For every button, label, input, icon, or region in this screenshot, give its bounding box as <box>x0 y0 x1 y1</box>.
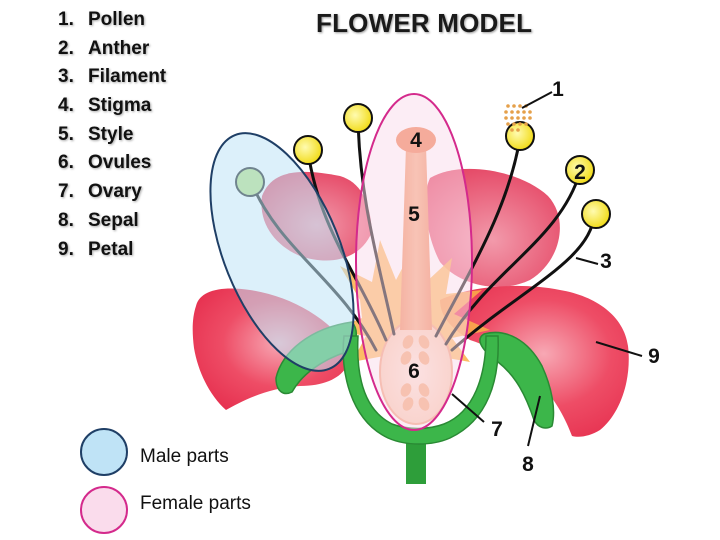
parts-list-item: 1.Pollen <box>58 9 146 30</box>
parts-list-item: 8.Sepal <box>58 209 139 231</box>
parts-list-item: 6.Ovules <box>58 152 152 174</box>
legend-male-label: Male parts <box>140 446 229 467</box>
parts-list-item: 4.Stigma <box>58 95 152 117</box>
pollen-grain <box>516 128 520 132</box>
pollen-grains <box>504 104 532 132</box>
parts-list: 1.Pollen 2.Anther 3.Filament 4.Stigma 5.… <box>58 6 166 264</box>
female-parts-region <box>355 93 473 431</box>
anther <box>565 155 595 185</box>
legend-female-label: Female parts <box>140 493 251 514</box>
slide-title: FLOWER MODEL <box>316 8 533 38</box>
parts-list-item: 7.Ovary <box>58 181 142 203</box>
pollen-grain <box>522 116 526 120</box>
anther <box>293 135 323 165</box>
pollen-grain <box>512 122 516 126</box>
leader-line-sepal <box>527 395 541 447</box>
pollen-grain <box>510 116 514 120</box>
stem <box>406 438 426 484</box>
male-parts-region <box>209 132 355 372</box>
parts-list-item: 3.Filament <box>58 66 167 88</box>
pollen-grain <box>528 110 532 114</box>
anther <box>343 103 373 133</box>
pollen-grain <box>506 122 510 126</box>
pollen-grain <box>524 122 528 126</box>
pollen-grain <box>518 104 522 108</box>
leader-line-filament <box>575 257 599 265</box>
pollen-grain <box>504 110 508 114</box>
parts-list-item: 5.Style <box>58 123 134 145</box>
pollen-grain <box>510 128 514 132</box>
pollen-grain <box>518 122 522 126</box>
anther <box>505 121 535 151</box>
pollen-grain <box>510 110 514 114</box>
parts-list-item: 9.Petal <box>58 238 134 260</box>
receptacle <box>342 335 499 445</box>
legend-female-swatch <box>80 486 128 534</box>
pollen-grain <box>516 116 520 120</box>
anther <box>581 199 611 229</box>
filament <box>450 214 596 352</box>
pollen-grain <box>506 104 510 108</box>
leader-line-petal <box>595 341 643 357</box>
pollen-grain <box>522 110 526 114</box>
pollen-grain <box>512 104 516 108</box>
legend-male-swatch <box>80 428 128 476</box>
pollen-grain <box>504 116 508 120</box>
pollen-grain <box>528 116 532 120</box>
leader-line-ovary <box>451 393 485 423</box>
leader-line-pollen <box>521 91 553 109</box>
parts-list-item: 2.Anther <box>58 37 150 59</box>
pollen-grain <box>516 110 520 114</box>
leader-lines <box>451 91 643 447</box>
